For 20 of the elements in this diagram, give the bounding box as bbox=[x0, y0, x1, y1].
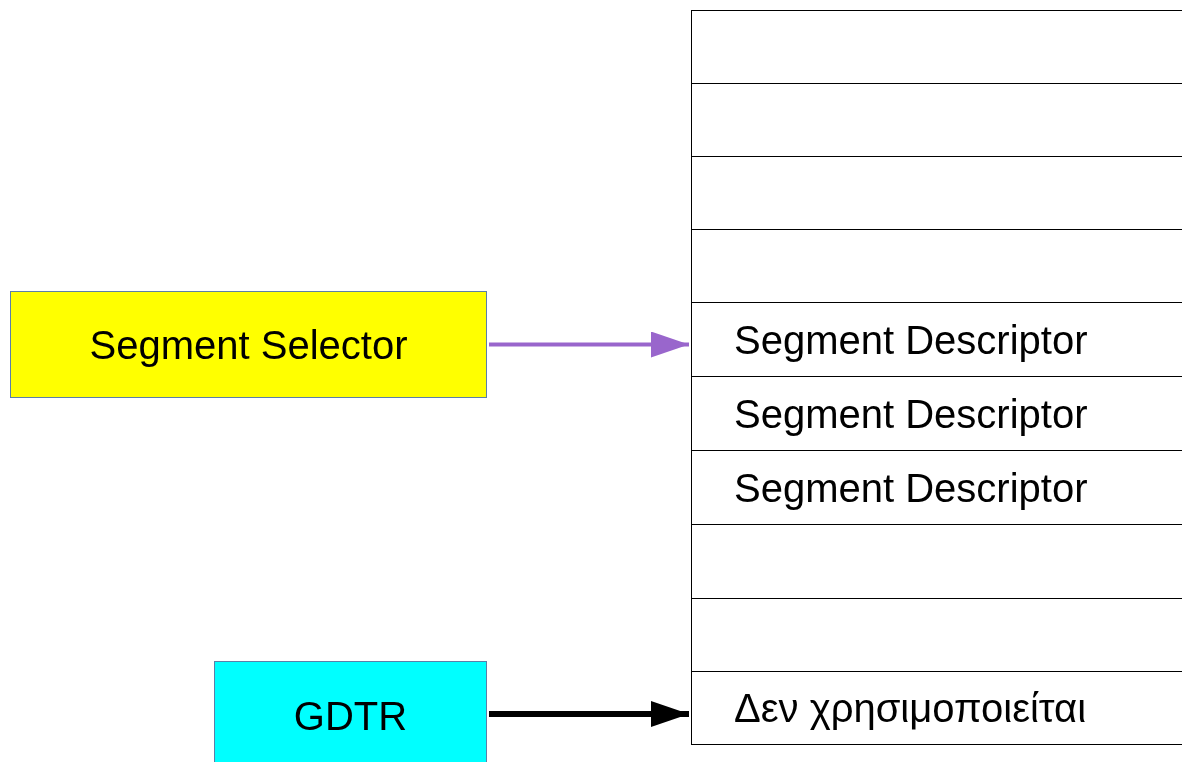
table-row bbox=[691, 671, 1182, 745]
arrow bbox=[489, 331, 689, 358]
node-label: Segment Descriptor bbox=[734, 393, 1088, 434]
table-row bbox=[691, 10, 1182, 83]
node-label: Segment Selector bbox=[89, 324, 408, 365]
table-row bbox=[691, 598, 1182, 671]
table-row bbox=[691, 376, 1182, 450]
node-label: Δεν χρησιμοποιείται bbox=[734, 688, 1087, 728]
table-row bbox=[691, 83, 1182, 156]
node-label: Segment Descriptor bbox=[734, 467, 1088, 508]
table-row bbox=[691, 524, 1182, 598]
arrow bbox=[489, 701, 689, 727]
table-row bbox=[691, 450, 1182, 524]
table-row bbox=[691, 302, 1182, 376]
table-row bbox=[691, 229, 1182, 302]
label-box bbox=[10, 291, 487, 398]
node-label: GDTR bbox=[293, 696, 408, 736]
node-label: Segment Descriptor bbox=[734, 319, 1088, 360]
table-row bbox=[691, 156, 1182, 229]
label-box bbox=[214, 661, 487, 762]
